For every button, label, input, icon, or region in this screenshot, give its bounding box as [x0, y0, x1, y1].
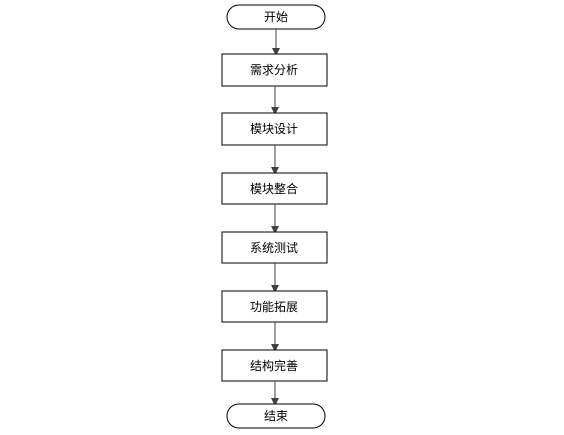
process-step-1-label: 需求分析 [250, 63, 298, 77]
process-step-4: 系统测试 [221, 231, 328, 264]
process-step-5: 功能拓展 [221, 290, 328, 323]
end-terminator: 结束 [226, 403, 326, 429]
process-step-6: 结构完善 [221, 349, 328, 382]
process-step-6-label: 结构完善 [250, 358, 298, 373]
process-step-3: 模块整合 [221, 172, 328, 205]
process-step-3-label: 模块整合 [250, 181, 298, 196]
end-label: 结束 [264, 409, 288, 423]
process-step-5-label: 功能拓展 [250, 300, 298, 314]
process-step-2-label: 模块设计 [250, 122, 298, 136]
start-label: 开始 [264, 10, 288, 24]
start-terminator: 开始 [226, 4, 326, 30]
process-step-2: 模块设计 [221, 112, 328, 146]
process-step-1: 需求分析 [221, 53, 328, 87]
process-step-4-label: 系统测试 [250, 240, 298, 255]
